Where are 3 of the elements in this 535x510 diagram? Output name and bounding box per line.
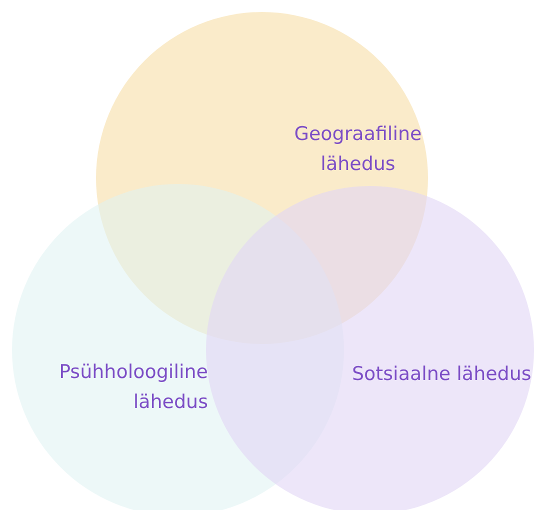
circle-label: Sotsiaalne lähedus [352,362,532,387]
circle-label: Psühholoogiline lähedus [58,360,208,415]
circle-label: Geograafiline lähedus [293,122,423,177]
